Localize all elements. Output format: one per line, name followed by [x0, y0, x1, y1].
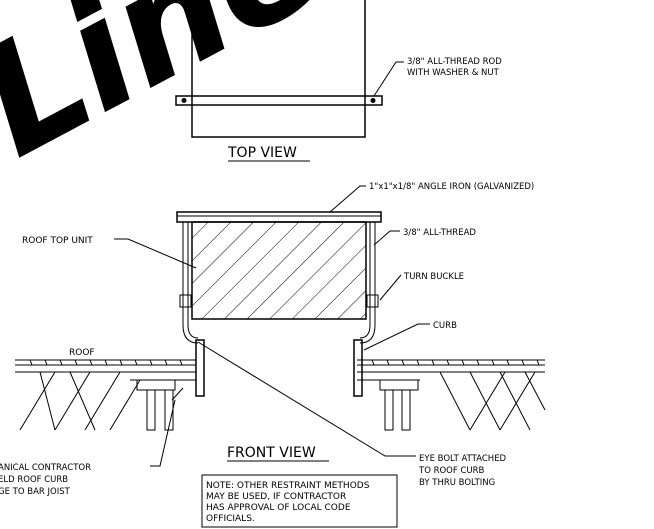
contractor-label-line-1: ANICAL CONTRACTOR	[0, 463, 91, 473]
note-line-1: NOTE: OTHER RESTRAINT METHODS	[206, 481, 370, 491]
note-line-2: MAY BE USED, IF CONTRACTOR	[206, 492, 346, 502]
eye-bolt-right	[359, 324, 376, 344]
all-thread-label: 3/8" ALL-THREAD	[403, 228, 476, 238]
angle-iron	[176, 211, 382, 223]
top-view-angle-iron	[175, 95, 383, 106]
eye-bolt-leader	[197, 341, 416, 457]
curb-label: CURB	[433, 321, 457, 331]
note-line-3: HAS APPROVAL OF LOCAL CODE	[206, 503, 351, 513]
angle-iron-leader	[329, 185, 366, 213]
note-box-border	[201, 474, 398, 528]
note-box: NOTE: OTHER RESTRAINT METHODS MAY BE USE…	[201, 474, 398, 528]
all-thread-right	[369, 222, 376, 325]
roof-top-unit	[191, 221, 367, 320]
top-view-title: TOP VIEW	[227, 145, 297, 161]
eye-bolt-left	[182, 324, 199, 344]
roof-deck-left	[15, 359, 196, 431]
roof-label: ROOF	[69, 348, 95, 358]
curb-right	[353, 339, 363, 397]
top-view-unit-outline	[191, 0, 366, 138]
contractor-label-line-3: GE TO BAR JOIST	[0, 487, 71, 497]
eye-bolt-label-line-2: TO ROOF CURB	[418, 466, 485, 476]
front-view-title: FRONT VIEW	[227, 445, 316, 461]
eye-bolt-label-line-1: EYE BOLT ATTACHED	[419, 454, 507, 464]
roof-top-unit-label: ROOF TOP UNIT	[22, 236, 93, 246]
rod-label-line-2: WITH WASHER & NUT	[407, 68, 500, 78]
turn-buckle-leader	[379, 274, 402, 301]
top-view: 3/8" ALL-THREAD ROD WITH WASHER & NUT TO…	[175, 0, 502, 162]
curb-left	[195, 339, 205, 397]
curb-leader	[363, 323, 430, 351]
roof-deck-right	[357, 359, 546, 431]
rod-leader-line	[373, 61, 404, 97]
turn-buckle-right	[366, 294, 379, 308]
turn-buckle-label: TURN BUCKLE	[403, 272, 464, 282]
roof-top-unit-leader	[114, 238, 197, 269]
front-view: 1"x1"x1/8" ANGLE IRON (GALVANIZED) ROOF …	[0, 182, 546, 497]
all-thread-left	[182, 222, 189, 325]
contractor-leader	[150, 399, 176, 467]
contractor-label-line-2: ELD ROOF CURB	[0, 475, 68, 485]
eye-bolt-label-line-3: BY THRU BOLTING	[419, 478, 495, 488]
note-line-4: OFFICIALS.	[206, 514, 255, 524]
top-view-rod-left	[181, 98, 187, 103]
all-thread-leader	[373, 230, 400, 246]
turn-buckle-left	[179, 294, 192, 308]
rod-label-line-1: 3/8" ALL-THREAD ROD	[407, 57, 502, 67]
top-view-rod-right	[370, 98, 376, 103]
angle-iron-label: 1"x1"x1/8" ANGLE IRON (GALVANIZED)	[369, 182, 534, 192]
